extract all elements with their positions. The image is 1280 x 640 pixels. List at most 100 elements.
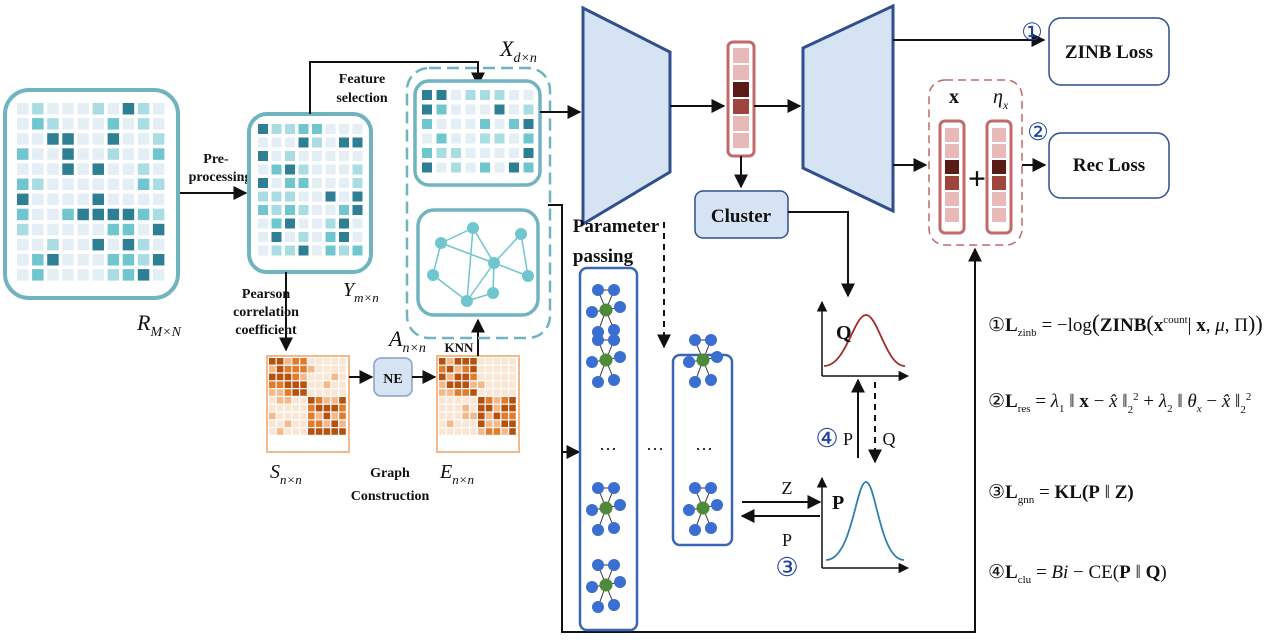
matrix-cell (137, 269, 150, 281)
cluster-box: Cluster (694, 190, 789, 239)
vector-cell (945, 160, 959, 174)
matrix-cell (269, 420, 276, 427)
matrix-cell (462, 420, 469, 427)
gnn-node (592, 334, 604, 346)
matrix-cell (271, 205, 282, 215)
matrix-cell (446, 428, 454, 435)
matrix-cell (92, 238, 104, 251)
matrix-cell (509, 389, 516, 396)
matrix-cell (284, 373, 292, 381)
matrix-cell (501, 420, 508, 427)
gnn-node (608, 522, 620, 534)
gnn-between-ellipsis: ··· (646, 439, 664, 459)
matrix-cell (485, 397, 493, 404)
gnn-panel-2-nodes (683, 334, 723, 536)
matrix-cell (339, 164, 349, 175)
matrix-cell (454, 412, 462, 420)
matrix-cell (352, 218, 363, 229)
matrix-cell (276, 397, 284, 404)
matrix-cell (339, 412, 346, 420)
latent-vector-cells (733, 48, 749, 148)
matrix-cell (152, 118, 165, 130)
matrix-cell (122, 103, 135, 115)
matrix-cell (352, 164, 363, 175)
matrix-cell (339, 232, 349, 242)
matrix-cell (92, 208, 104, 221)
label-x-bold: x (949, 86, 959, 108)
matrix-cell (258, 151, 268, 161)
matrix-cell (284, 397, 292, 404)
label-graph-1: Graph (370, 466, 410, 481)
gnn-node (592, 524, 604, 536)
matrix-cell (454, 365, 462, 373)
equation-zinb: ①Lzinb = −log(ZINB(xcount| x, μ, Π)) (988, 311, 1263, 339)
label-p-back: P (782, 530, 792, 550)
matrix-cell (323, 365, 331, 373)
matrix-cell (122, 118, 135, 130)
matrix-cell (462, 404, 469, 412)
matrix-cell (292, 365, 299, 373)
matrix-cell (92, 103, 104, 115)
matrix-cell (465, 148, 476, 158)
gnn-panel-1-ellipsis: ··· (599, 439, 617, 459)
matrix-cell (451, 119, 461, 129)
matrix-cell (323, 404, 331, 412)
matrix-cell (298, 232, 309, 242)
matrix-cell (436, 104, 447, 115)
matrix-cell (308, 365, 315, 373)
matrix-cell (339, 373, 346, 381)
matrix-cell (470, 412, 477, 420)
matrix-cell (501, 412, 508, 420)
matrix-cell (276, 381, 284, 388)
matrix-cell (292, 420, 299, 427)
label-pearson-1: Pearson (242, 287, 290, 302)
matrix-cell (315, 389, 323, 396)
matrix-cell (17, 103, 29, 115)
matrix-cell (501, 365, 508, 373)
matrix-cell (77, 148, 89, 160)
matrix-cell (462, 397, 469, 404)
matrix-cell (509, 104, 519, 115)
gnn-panel-2: ··· (671, 334, 734, 547)
matrix-cell (339, 137, 349, 148)
matrix-cell (152, 163, 165, 175)
matrix-cell (470, 397, 477, 404)
matrix-cell (300, 381, 307, 388)
matrix-cell (446, 365, 454, 373)
matrix-cell (32, 163, 44, 175)
gnn-node (711, 499, 723, 511)
matrix-cell (465, 119, 476, 129)
matrix-cell (315, 428, 323, 435)
matrix-cell (47, 133, 59, 145)
matrix-cell (47, 193, 59, 206)
matrix-cell (32, 223, 44, 236)
gnn-node (586, 581, 598, 593)
matrix-cell (323, 412, 331, 420)
vector-cell (945, 176, 959, 190)
matrix-cell (152, 103, 165, 115)
matrix-cell (137, 133, 150, 145)
matrix-cell (32, 178, 44, 190)
matrix-cell (107, 163, 120, 175)
matrix-cell (62, 193, 74, 206)
matrix-cell (92, 118, 104, 130)
matrix-cell (300, 358, 307, 365)
matrix-cell (300, 428, 307, 435)
matrix-cell (300, 420, 307, 427)
matrix-cell (92, 254, 104, 266)
graph-node (461, 295, 473, 307)
matrix-cell (315, 404, 323, 412)
matrix-cell (17, 238, 29, 251)
matrix-cell (325, 191, 336, 202)
gnn-node (592, 482, 604, 494)
matrix-cell (62, 254, 74, 266)
matrix-cell (32, 193, 44, 206)
vector-cell (733, 99, 749, 114)
matrix-cell (292, 404, 299, 412)
matrix-cell (509, 119, 519, 129)
matrix-cell (300, 373, 307, 381)
matrix-cell (339, 404, 346, 412)
matrix-cell (465, 133, 476, 144)
matrix-cell (422, 104, 432, 115)
matrix-cell (339, 358, 346, 365)
